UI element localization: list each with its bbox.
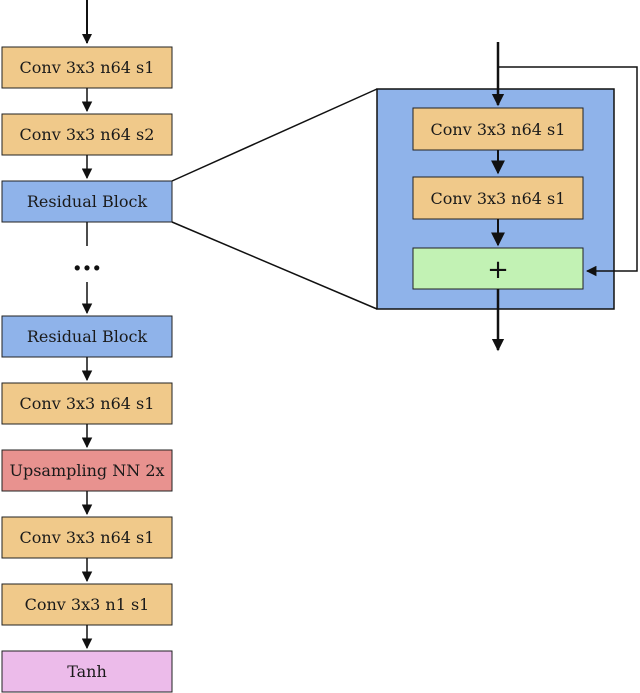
add-block: + [412, 247, 584, 290]
conv2-label: Conv 3x3 n64 s2 [20, 125, 155, 144]
conv5-label: Conv 3x3 n1 s1 [25, 595, 150, 614]
residual-block-1-label: Residual Block [27, 192, 148, 211]
detail-conv-b-block: Conv 3x3 n64 s1 [412, 176, 584, 220]
residual-block-2: Residual Block [1, 315, 173, 358]
detail-conv-a-block: Conv 3x3 n64 s1 [412, 107, 584, 151]
detail-conv-b-label: Conv 3x3 n64 s1 [431, 189, 566, 208]
upsampling-label: Upsampling NN 2x [9, 461, 164, 480]
main-pipeline: Conv 3x3 n64 s1 Conv 3x3 n64 s2 Residual… [1, 0, 173, 693]
tanh-block: Tanh [1, 650, 173, 693]
residual-block-2-label: Residual Block [27, 327, 148, 346]
zoom-line-top [171, 88, 378, 182]
conv2-block: Conv 3x3 n64 s2 [1, 113, 173, 156]
conv3-label: Conv 3x3 n64 s1 [20, 394, 155, 413]
zoom-line-bottom [171, 221, 378, 310]
conv3-block: Conv 3x3 n64 s1 [1, 382, 173, 425]
skip-connection-arrow [498, 66, 638, 277]
conv1-block: Conv 3x3 n64 s1 [1, 46, 173, 89]
add-label: + [487, 255, 509, 285]
residual-block-1: Residual Block [1, 180, 173, 223]
detail-conv-a-label: Conv 3x3 n64 s1 [431, 120, 566, 139]
residual-block-detail: Conv 3x3 n64 s1 Conv 3x3 n64 s1 + [376, 42, 638, 352]
conv1-label: Conv 3x3 n64 s1 [20, 58, 155, 77]
upsampling-block: Upsampling NN 2x [1, 449, 173, 492]
conv4-label: Conv 3x3 n64 s1 [20, 528, 155, 547]
conv4-block: Conv 3x3 n64 s1 [1, 516, 173, 559]
ellipsis: ... [72, 244, 101, 277]
conv5-block: Conv 3x3 n1 s1 [1, 583, 173, 626]
tanh-label: Tanh [67, 662, 107, 681]
